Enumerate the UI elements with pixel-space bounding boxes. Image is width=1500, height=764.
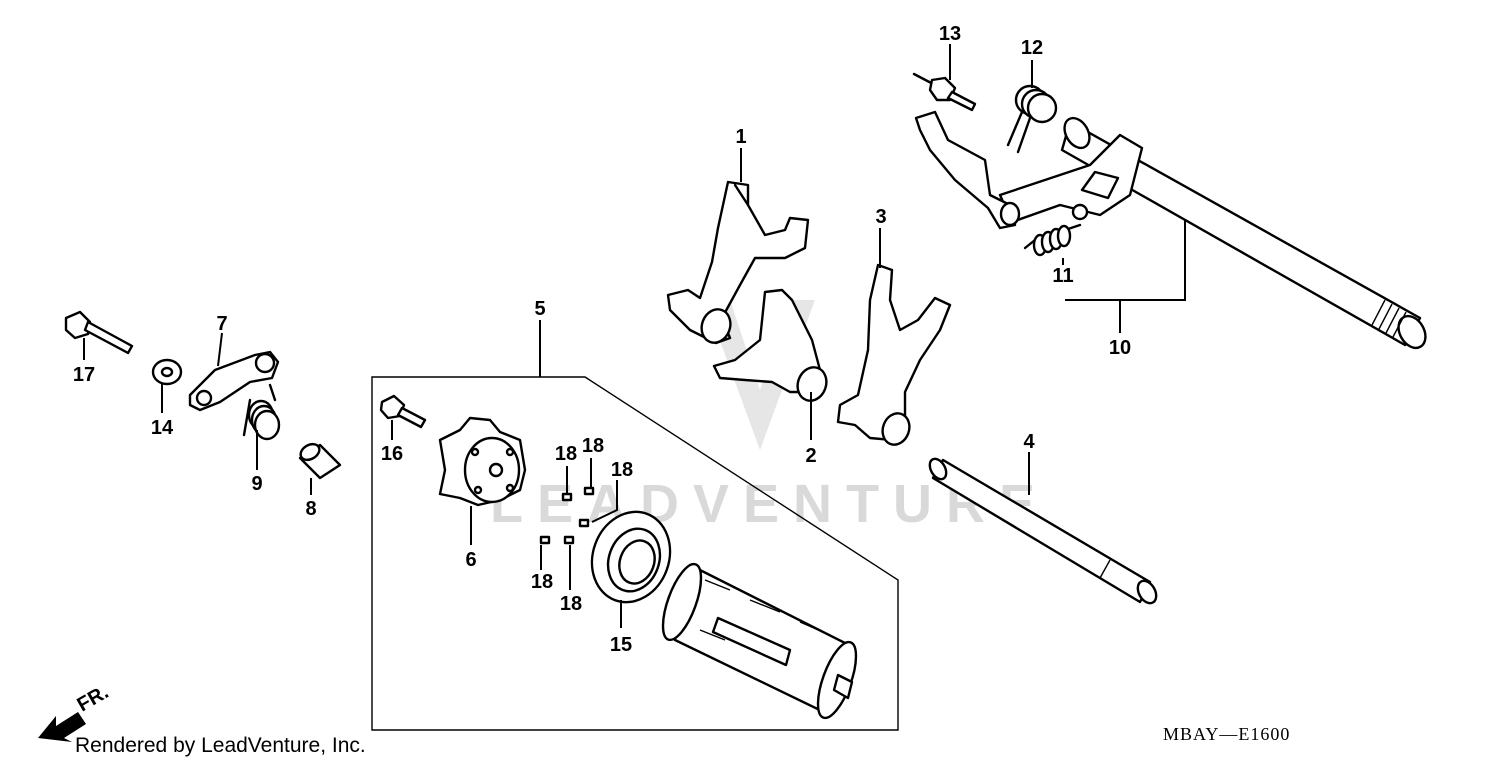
pin-18-a[interactable] bbox=[561, 492, 573, 502]
pin-18-e[interactable] bbox=[563, 535, 575, 545]
part-10-gearshift-spindle[interactable] bbox=[914, 110, 1431, 353]
callout-18-b: 18 bbox=[582, 435, 604, 457]
callout-2: 2 bbox=[805, 445, 816, 467]
callout-1: 1 bbox=[735, 126, 746, 148]
part-1-shift-fork[interactable] bbox=[666, 180, 810, 347]
callout-15: 15 bbox=[610, 634, 632, 656]
direction-label: FR. bbox=[74, 681, 113, 716]
part-3-shift-fork[interactable] bbox=[836, 263, 952, 448]
part-8-collar[interactable] bbox=[298, 441, 342, 480]
callout-3: 3 bbox=[875, 206, 886, 228]
callout-18-c: 18 bbox=[611, 459, 633, 481]
part-17-bolt[interactable] bbox=[64, 310, 134, 355]
callout-10: 10 bbox=[1109, 337, 1131, 359]
front-direction-arrow: FR. bbox=[38, 681, 112, 742]
pin-18-b[interactable] bbox=[583, 486, 595, 496]
callout-4: 4 bbox=[1023, 431, 1035, 453]
part-18-pins[interactable] bbox=[539, 486, 595, 545]
callout-12: 12 bbox=[1021, 37, 1043, 59]
credit-text: Rendered by LeadVenture, Inc. bbox=[75, 734, 366, 757]
leader-lines bbox=[83, 44, 1186, 628]
part-2-shift-fork[interactable] bbox=[712, 288, 831, 405]
diagram-code: MBAY—E1600 bbox=[1163, 724, 1290, 744]
callout-18-e: 18 bbox=[560, 593, 582, 615]
callout-17: 17 bbox=[73, 364, 95, 386]
callout-5: 5 bbox=[534, 298, 545, 320]
part-13-bolt[interactable] bbox=[912, 72, 977, 112]
part-5-shift-drum-assembly-outline bbox=[371, 376, 899, 731]
part-7-stopper-arm[interactable] bbox=[188, 350, 280, 412]
callout-7: 7 bbox=[216, 313, 227, 335]
callout-16: 16 bbox=[381, 443, 403, 465]
callout-13: 13 bbox=[939, 23, 961, 45]
part-9-spring[interactable] bbox=[242, 383, 281, 441]
callout-numbers: 1 2 3 4 5 6 7 8 9 10 11 12 13 14 15 16 1… bbox=[73, 23, 1131, 656]
shift-drum[interactable] bbox=[655, 560, 864, 723]
pin-18-d[interactable] bbox=[539, 535, 551, 545]
part-4-fork-shaft[interactable] bbox=[926, 456, 1159, 606]
callout-18-a: 18 bbox=[555, 443, 577, 465]
pin-18-c[interactable] bbox=[578, 518, 590, 528]
callout-9: 9 bbox=[251, 473, 262, 495]
callout-14: 14 bbox=[151, 417, 174, 439]
part-11-spring[interactable] bbox=[1023, 223, 1082, 257]
part-16-bolt[interactable] bbox=[379, 394, 427, 429]
part-12-return-spring[interactable] bbox=[1006, 84, 1058, 154]
part-15-bearing[interactable] bbox=[580, 501, 683, 613]
callout-6: 6 bbox=[465, 549, 476, 571]
callout-8: 8 bbox=[305, 498, 316, 520]
callout-18-d: 18 bbox=[531, 571, 553, 593]
callout-11: 11 bbox=[1052, 265, 1073, 287]
part-14-washer[interactable] bbox=[151, 358, 183, 386]
arrow-icon bbox=[38, 712, 86, 742]
part-6-shift-drum-center[interactable] bbox=[438, 416, 527, 507]
